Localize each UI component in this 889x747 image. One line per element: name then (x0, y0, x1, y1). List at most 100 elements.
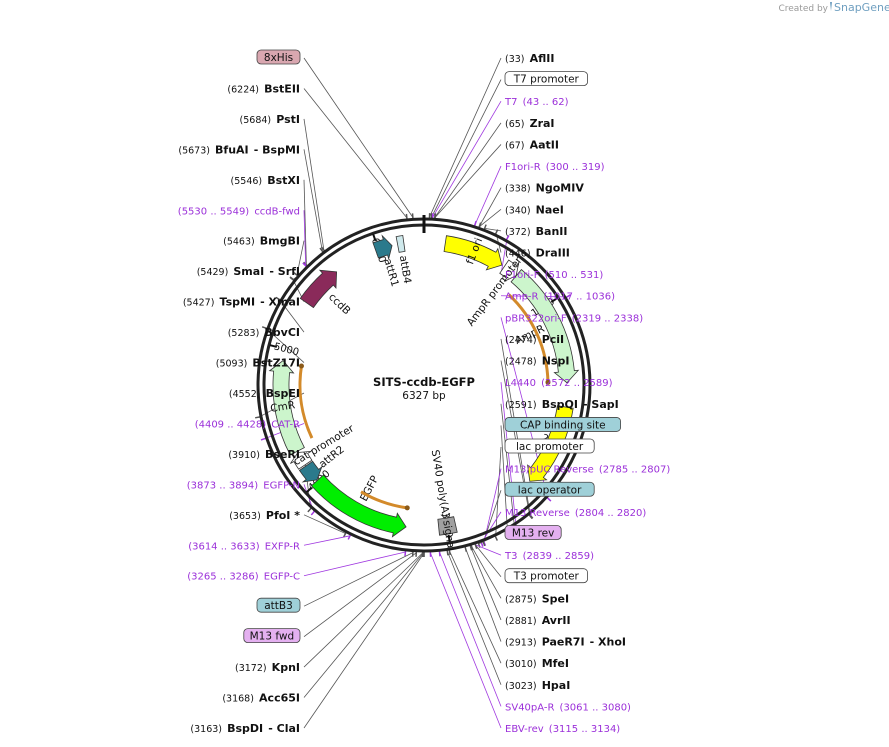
primer-label: F1ori-F (510 .. 531) (505, 263, 603, 282)
enzyme-position: (2875) (505, 594, 537, 605)
primer-label: F1ori-R (300 .. 319) (505, 155, 605, 174)
leader-line (475, 544, 502, 577)
enzyme-name: PaeR7I (542, 636, 585, 649)
enzyme-site-pfoi: (3653) PfoI * (229, 509, 300, 522)
feature-tag-label: M13 rev (512, 527, 555, 539)
primer-position: (2839 .. 2859) (523, 551, 595, 562)
feature-tag-label: lac operator (518, 484, 582, 496)
leader-line (303, 57, 414, 218)
primer-label: T3 (2839 .. 2859) (504, 544, 594, 563)
enzyme-isoschizomer: - XmaI (260, 296, 300, 309)
primer-m13-puc-reverse: M13/pUC Reverse (2785 .. 2807) (505, 465, 670, 476)
enzyme-position: (33) (505, 54, 525, 65)
watermark: Created by SnapGene (778, 1, 889, 14)
primer-name: SV40pA-R (505, 702, 554, 713)
primer-name: L4440 (505, 378, 536, 389)
feature-arc (499, 259, 520, 282)
feature-cmr: CmR (268, 360, 305, 456)
enzyme-name: BspQI (542, 398, 578, 411)
site-marker (483, 224, 487, 230)
primer-label: (5530 .. 5549) ccdB-fwd (178, 199, 300, 218)
primer-t3: T3 (2839 .. 2859) (504, 544, 594, 563)
leader-line (303, 88, 408, 219)
enzyme-site-paer7i: (2913) PaeR7I - XhoI (505, 636, 626, 649)
feature-tag-m13-rev: M13 rev (504, 525, 562, 540)
enzyme-site-ngomiv: (338) NgoMIV (505, 182, 584, 195)
enzyme-site-aflii: (33) AflII (505, 52, 554, 65)
enzyme-position: (2881) (505, 616, 537, 627)
enzyme-name: BspEI (266, 387, 300, 400)
site-marker (289, 276, 295, 281)
primer-position: (300 .. 319) (546, 162, 605, 173)
enzyme-position: (2478) (505, 357, 537, 368)
primer-name: ccdB-fwd (254, 206, 300, 217)
primer-name: Amp-R (505, 292, 539, 303)
enzyme-position: (5673) (178, 145, 210, 156)
tick-mark (372, 233, 377, 242)
enzyme-label: (340) NaeI (505, 198, 564, 217)
enzyme-site-pcii: (2474) PciI (505, 333, 564, 346)
site-marker (260, 437, 266, 441)
site-marker (494, 535, 499, 541)
enzyme-position: (3010) (505, 659, 537, 670)
site-marker (261, 326, 268, 330)
enzyme-position: (3172) (235, 663, 267, 674)
primer-pbr322ori-f: pBR322ori-F (2319 .. 2338) (505, 313, 643, 324)
primer-position: (2572 .. 2589) (541, 378, 613, 389)
enzyme-name: BanII (536, 225, 568, 238)
leader-line (449, 550, 502, 664)
site-marker (464, 546, 468, 552)
watermark-created-by: Created by (778, 4, 828, 14)
enzyme-position: (5684) (240, 115, 272, 126)
enzyme-site-bsteii: (6224) BstEII (227, 82, 300, 95)
feature-tag-box (504, 438, 595, 454)
leader-line (481, 511, 502, 544)
enzyme-label: (67) AatII (505, 133, 559, 152)
enzyme-name: SmaI (233, 265, 264, 278)
site-marker (302, 262, 307, 267)
primer-cat-r: (4409 .. 4428) CAT-R (195, 419, 300, 430)
enzyme-site-bstz17i: (5093) BstZ17I (216, 357, 300, 370)
feature-arc (290, 451, 313, 470)
feature-tag-box (243, 628, 301, 644)
feature-arc (510, 269, 580, 384)
site-marker (474, 543, 478, 549)
feature-tag-label: 8xHis (264, 52, 293, 64)
leader-line (446, 551, 502, 685)
site-marker (478, 222, 482, 228)
enzyme-label: (2881) AvrII (505, 609, 571, 628)
enzyme-name: AatII (530, 138, 559, 151)
feature-tag-box (504, 71, 588, 87)
enzyme-position: (2474) (505, 335, 537, 346)
site-marker (565, 294, 571, 299)
enzyme-position: (3910) (228, 450, 260, 461)
enzyme-position: (5429) (197, 267, 229, 278)
primer-f1ori-r: F1ori-R (300 .. 319) (505, 155, 605, 174)
leader-line (479, 208, 502, 227)
primer-position: (2804 .. 2820) (575, 508, 647, 519)
primer-l4440: L4440 (2572 .. 2589) (505, 378, 613, 389)
enzyme-position: (338) (505, 184, 531, 195)
primer-label: M13 Reverse (2804 .. 2820) (505, 501, 646, 520)
enzyme-name: AvrII (542, 614, 571, 627)
feature-tag-box (504, 568, 588, 584)
enzyme-label: (5546) BstXI (231, 169, 300, 188)
enzyme-label: (3172) KpnI (235, 656, 300, 675)
primer-position: (5530 .. 5549) (178, 206, 250, 217)
leader-line (303, 551, 406, 577)
enzyme-site-bseri: (3910) BseRI (228, 448, 300, 461)
primer-name: EGFP-N (263, 480, 300, 491)
enzyme-position: (6224) (227, 84, 259, 95)
feature-tag-lac-promoter: lac promoter (504, 438, 595, 454)
leader-line (483, 468, 502, 543)
feature-arc (437, 516, 458, 536)
enzyme-label: (4552) BspEI (229, 382, 300, 401)
enzyme-position: (5427) (183, 298, 215, 309)
site-marker (310, 510, 316, 516)
primer-position: (3061 .. 3080) (560, 702, 632, 713)
primer-name: M13/pUC Reverse (505, 465, 594, 476)
primer-label: Amp-R (1017 .. 1036) (505, 285, 615, 304)
leader-line (303, 552, 417, 637)
primer-label: (3265 .. 3286) EGFP-C (187, 565, 300, 584)
